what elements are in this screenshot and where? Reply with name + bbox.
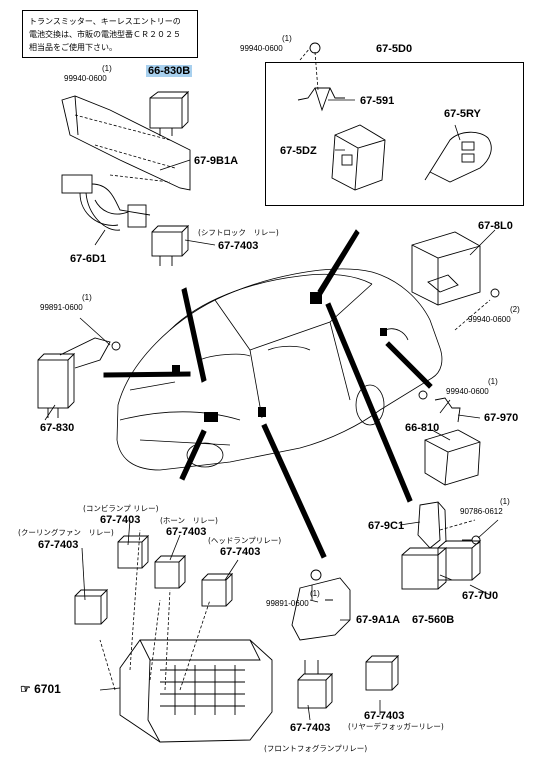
bolt-4-code: 99940-0600 — [468, 315, 511, 324]
bracket-67-9A1A — [291, 569, 351, 641]
part-label-67-830[interactable]: 67-830 — [40, 422, 75, 434]
relay-headlamp — [201, 572, 234, 607]
battery-note-line1: トランスミッター、キーレスエントリーの — [29, 17, 181, 26]
vehicle-part-markers — [172, 292, 387, 422]
reference-6701[interactable]: ☞ 6701 — [20, 683, 61, 695]
part-label-67-7403-horn[interactable]: 67-7403 — [166, 526, 207, 538]
relay-66-810 — [418, 390, 481, 486]
part-label-67-8L0[interactable]: 67-8L0 — [478, 220, 513, 232]
bolt-3-code: 99891-0600 — [40, 303, 83, 312]
part-label-67-591[interactable]: 67-591 — [360, 95, 395, 107]
battery-note: トランスミッター、キーレスエントリーの 電池交換は、市販の電池型番ＣＲ２０２５ … — [22, 10, 198, 58]
relay-67-7U0 — [437, 540, 482, 581]
front-fog-relay-caption: (フロントフォグランプリレー) — [264, 744, 368, 753]
relay-rear-defogger — [365, 654, 400, 691]
part-label-67-9B1A[interactable]: 67-9B1A — [194, 155, 239, 167]
part-label-67-560B[interactable]: 67-560B — [412, 614, 455, 626]
bracket-67-9B1A — [61, 90, 191, 191]
keyfob-67-5RY — [424, 131, 492, 183]
horn-relay-caption: (ホーン リレー) — [160, 516, 218, 525]
fuse-block-6701 — [119, 639, 273, 743]
relay-cornering — [117, 534, 150, 569]
bolt-5-code: 99940-0600 — [446, 387, 489, 396]
part-label-67-6D1[interactable]: 67-6D1 — [70, 253, 107, 265]
part-label-67-7403-cornering[interactable]: 67-7403 — [100, 514, 141, 526]
bracket-67-591 — [297, 42, 345, 112]
part-label-67-7403-cooling-fan[interactable]: 67-7403 — [38, 539, 79, 551]
bolt-4-qty: (2) — [510, 305, 520, 314]
harness-67-6D1 — [61, 174, 151, 231]
part-label-66-830B[interactable]: 66-830B — [146, 65, 193, 77]
part-label-67-5D0[interactable]: 67-5D0 — [376, 43, 413, 55]
relay-67-560B — [401, 547, 448, 590]
part-label-67-5RY[interactable]: 67-5RY — [444, 108, 481, 120]
part-label-67-7U0[interactable]: 67-7U0 — [462, 590, 499, 602]
bracket-67-9C1 — [417, 501, 481, 549]
cornering-relay-caption: (コンビランプ リレー) — [83, 504, 159, 513]
leader-lines — [44, 99, 499, 721]
vehicle-drawing — [116, 268, 443, 471]
relay-shift-lock — [151, 224, 190, 266]
battery-note-line2: 電池交換は、市販の電池型番ＣＲ２０２５ — [29, 30, 181, 39]
shift-lock-relay-caption: (シフトロック リレー) — [198, 228, 279, 237]
pointer-wedges — [103, 229, 433, 559]
part-label-67-9C1[interactable]: 67-9C1 — [368, 520, 405, 532]
rear-defogger-relay-caption: (リヤーデフォッガーリレー) — [348, 722, 444, 731]
relay-cooling-fan — [74, 588, 109, 625]
bolt-6-code: 90786-0612 — [460, 507, 503, 516]
bolt-7-code: 99891-0600 — [266, 599, 309, 608]
bolt-6-qty: (1) — [500, 497, 510, 506]
part-label-67-7403-shift-lock[interactable]: 67-7403 — [218, 240, 259, 252]
module-67-5DZ — [331, 124, 386, 191]
reference-arrow-icon: ☞ — [20, 682, 35, 696]
part-label-67-970[interactable]: 67-970 — [484, 412, 519, 424]
keyless-entry-group-box — [265, 62, 524, 206]
reference-6701-label: 6701 — [34, 682, 61, 696]
headlamp-relay-caption: (ヘッドランプリレー) — [208, 536, 282, 545]
bolt-1-qty: (1) — [102, 64, 112, 73]
relay-front-fog — [297, 660, 334, 709]
bolt-1-code: 99940-0600 — [64, 74, 107, 83]
module-67-8L0 — [411, 231, 500, 306]
bolt-5-qty: (1) — [488, 377, 498, 386]
relay-horn — [154, 554, 187, 589]
part-label-67-7403-front-fog[interactable]: 67-7403 — [290, 722, 331, 734]
part-label-67-7403-headlamp[interactable]: 67-7403 — [220, 546, 261, 558]
battery-note-line3: 相当品をご使用下さい。 — [29, 43, 117, 52]
part-label-67-5DZ[interactable]: 67-5DZ — [280, 145, 317, 157]
bolt-2-code: 99940-0600 — [240, 44, 283, 53]
part-label-66-810[interactable]: 66-810 — [405, 422, 440, 434]
part-label-67-9A1A[interactable]: 67-9A1A — [356, 614, 401, 626]
bolt-7-qty: (1) — [310, 589, 320, 598]
bolt-3-qty: (1) — [82, 293, 92, 302]
part-label-67-7403-rear-defogger[interactable]: 67-7403 — [364, 710, 405, 722]
module-67-830 — [37, 337, 121, 418]
cooling-fan-relay-caption: (クーリングファン リレー) — [18, 528, 114, 537]
bolt-2-qty: (1) — [282, 34, 292, 43]
